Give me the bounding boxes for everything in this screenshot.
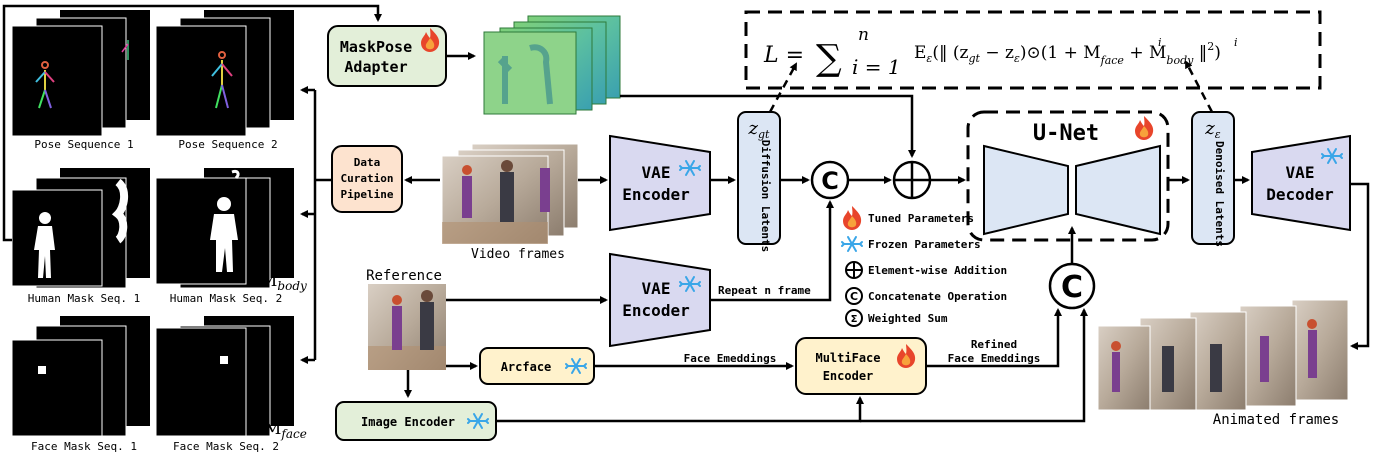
svg-text:Eε(‖ (zgt − zε)⊙(1 + Mface + M: Eε(‖ (zgt − zε)⊙(1 + Mface + Mbody ‖2) [914, 40, 1221, 67]
pose-skeleton-icon [35, 61, 55, 109]
svg-text:n: n [858, 25, 869, 45]
human-mask-seq1-stack [11, 168, 150, 289]
svg-text:VAE: VAE [642, 279, 671, 298]
multiface-to-concat2-arrow [926, 308, 1062, 368]
svg-text:C: C [821, 167, 839, 195]
m-body-tag: Mbody [260, 271, 307, 293]
human-silhouette-icon [34, 212, 55, 278]
m-face-tag: Mface [264, 419, 307, 441]
svg-text:Decoder: Decoder [1266, 185, 1333, 204]
concat-symbol-icon: C [845, 287, 863, 305]
diffusion-latents-box[interactable]: zgt Diffusion Latents [737, 111, 781, 253]
sigma-symbol-icon: Σ [845, 309, 863, 327]
add-node [892, 160, 932, 200]
refined-label-1: Refined [971, 338, 1017, 351]
svg-text:i: i [1234, 36, 1238, 49]
svg-text:Image Encoder: Image Encoder [361, 415, 455, 429]
svg-text:Concatenate Operation: Concatenate Operation [868, 290, 1007, 303]
vae-encoder-top[interactable]: VAE Encoder [609, 134, 711, 232]
refined-label-2: Face Emeddings [948, 352, 1041, 365]
flame-icon [1135, 116, 1154, 140]
vae-decoder[interactable]: VAE Decoder [1251, 134, 1351, 232]
svg-text:MaskPose: MaskPose [340, 38, 412, 56]
pose-seq1-label: Pose Sequence 1 [34, 138, 133, 151]
svg-text:Encoder: Encoder [622, 301, 689, 320]
denoised-to-loss-dashed [1184, 60, 1214, 113]
svg-text:C: C [850, 290, 858, 303]
pose-to-adapter-loop [2, 4, 382, 242]
repeat-n-frame-label: Repeat n frame [718, 284, 811, 297]
unet-dashed-box [966, 110, 1170, 242]
svg-text:Tuned Parameters: Tuned Parameters [868, 212, 974, 225]
curation-output-bracket [300, 86, 332, 364]
image-encoder-box[interactable]: Image Encoder [335, 401, 497, 441]
multiface-encoder-box[interactable]: MultiFace Encoder [795, 337, 927, 395]
svg-text:L =: L = [763, 43, 804, 68]
mask-seq1-label: Human Mask Seq. 1 [28, 292, 141, 305]
video-frames-label: Video frames [471, 247, 565, 262]
decoder-to-animated-arrow [1350, 182, 1370, 350]
maskpose-adapter-box[interactable]: MaskPose Adapter [327, 25, 447, 87]
features-to-add-arrow [620, 94, 916, 158]
svg-text:Σ: Σ [851, 314, 858, 325]
pose-seq2-label: Pose Sequence 2 [178, 138, 277, 151]
vae-encoder-bottom[interactable]: VAE Encoder [609, 252, 711, 348]
svg-text:i = 1: i = 1 [852, 55, 901, 79]
svg-text:zgt: zgt [748, 118, 771, 141]
face-mask-seq2-stack [155, 316, 294, 437]
snowflake-icon [841, 236, 863, 252]
svg-text:Curation: Curation [341, 172, 394, 185]
svg-text:Element-wise Addition: Element-wise Addition [868, 264, 1007, 277]
svg-text:Adapter: Adapter [344, 58, 407, 76]
svg-text:zε: zε [1204, 118, 1220, 141]
concat-node-1: C [810, 160, 850, 200]
denoised-latents-box[interactable]: zε Denoised Latents [1191, 111, 1235, 247]
svg-text:Encoder: Encoder [823, 369, 874, 383]
svg-text:MultiFace: MultiFace [815, 351, 880, 365]
svg-text:Denoised Latents: Denoised Latents [1213, 141, 1226, 247]
svg-text:C: C [1061, 270, 1083, 305]
pose-feature-maps [483, 15, 621, 115]
add-symbol-icon [845, 261, 863, 279]
animated-frames-strip [1097, 299, 1349, 411]
mask-seq2-label: Human Mask Seq. 2 [170, 292, 283, 305]
concat-node-2: C [1048, 262, 1096, 310]
face-seq1-label: Face Mask Seq. 1 [31, 440, 137, 453]
svg-text:Pipeline: Pipeline [341, 188, 394, 201]
svg-text:Frozen Parameters: Frozen Parameters [868, 238, 981, 251]
animated-frames-label: Animated frames [1213, 412, 1339, 428]
svg-text:∑: ∑ [816, 38, 842, 79]
face-mask-seq1-stack [11, 316, 150, 437]
loss-box [744, 10, 1322, 90]
arcface-box[interactable]: Arcface [479, 347, 595, 385]
loss-formula: L = ∑ n i = 1 Eε(‖ (zgt − zε)⊙(1 + Mface… [763, 25, 1238, 79]
face-embeddings-label: Face Emeddings [684, 352, 777, 365]
svg-text:Data: Data [354, 156, 381, 169]
unet-block[interactable]: U-Net [983, 116, 1161, 236]
pose-sequence-1-stack [11, 10, 150, 137]
legend: Tuned Parameters Frozen Parameters Eleme… [841, 206, 1007, 327]
image-encoder-to-multiface-arrow [496, 396, 864, 423]
flame-icon [843, 206, 862, 230]
video-frames-stack [441, 143, 579, 245]
svg-text:i: i [1158, 36, 1162, 49]
svg-text:U-Net: U-Net [1033, 121, 1099, 146]
human-mask-seq2-stack [155, 168, 294, 289]
pose-sequence-2-stack [155, 10, 294, 137]
image-encoder-to-concat2-arrow [860, 308, 1088, 423]
svg-text:Diffusion Latents: Diffusion Latents [759, 140, 772, 253]
svg-text:Arcface: Arcface [501, 360, 552, 374]
reference-image [368, 284, 446, 370]
latents-to-loss-dashed [768, 62, 798, 113]
reference-label: Reference [366, 268, 442, 284]
data-curation-pipeline-box[interactable]: Data Curation Pipeline [331, 145, 403, 213]
svg-text:VAE: VAE [642, 163, 671, 182]
vae-bottom-to-concat-arrow [710, 200, 834, 302]
svg-text:Weighted Sum: Weighted Sum [868, 312, 948, 325]
face-seq2-label: Face Mask Seq. 2 [173, 440, 279, 453]
svg-text:VAE: VAE [1286, 163, 1315, 182]
svg-text:Encoder: Encoder [622, 185, 689, 204]
